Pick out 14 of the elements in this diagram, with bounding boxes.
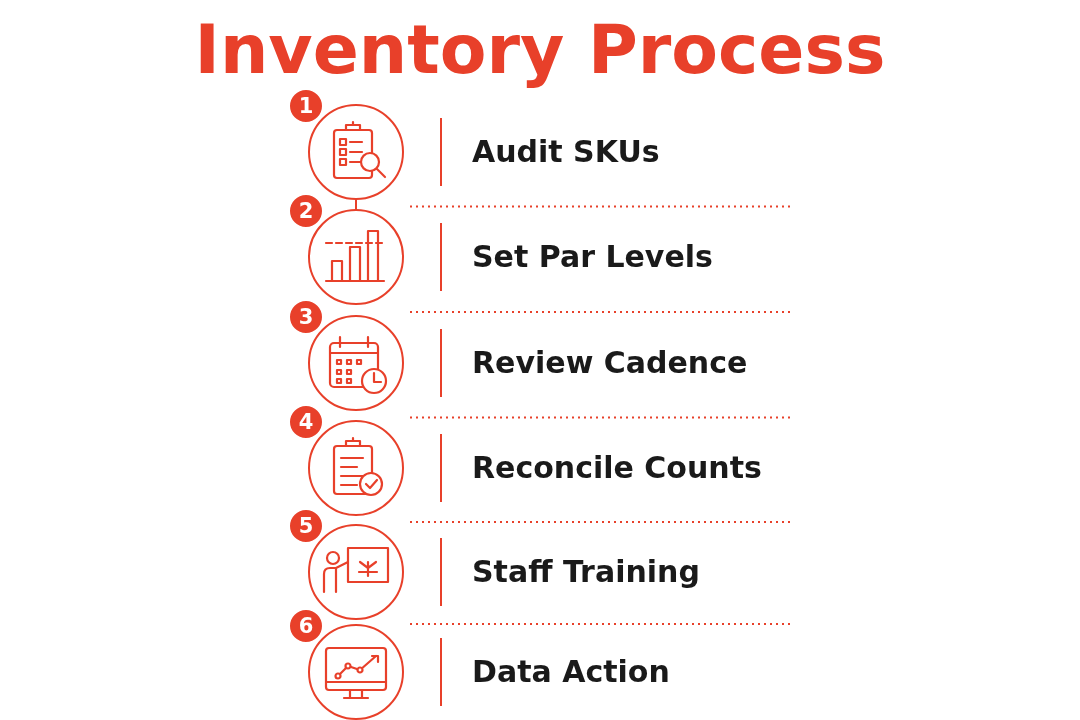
step-number-badge: 3: [288, 299, 324, 335]
step-number-badge: 5: [288, 508, 324, 544]
step-label: Set Par Levels: [472, 238, 713, 276]
step-number-badge: 4: [288, 404, 324, 440]
step-number-badge: 6: [288, 608, 324, 644]
step-number-badge: 1: [288, 88, 324, 124]
step-label: Reconcile Counts: [472, 449, 762, 487]
step-label: Data Action: [472, 653, 670, 691]
step-label: Staff Training: [472, 553, 700, 591]
connector-line: [355, 199, 357, 210]
step-label: Audit SKUs: [472, 133, 660, 171]
title: Inventory Process: [194, 9, 886, 91]
step-label: Review Cadence: [472, 344, 748, 382]
step-number-badge: 2: [288, 193, 324, 229]
